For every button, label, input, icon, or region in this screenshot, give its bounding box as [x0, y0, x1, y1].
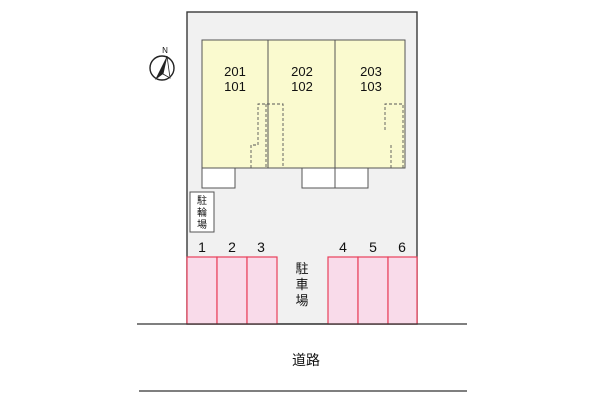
- north-arrow: N: [149, 46, 175, 81]
- parking-space-number: 2: [228, 239, 236, 255]
- unit-upper-number: 203: [360, 64, 382, 79]
- equipment-box: [301, 167, 336, 189]
- unit-upper-number: 201: [224, 64, 246, 79]
- equipment-box: [201, 167, 236, 189]
- parking-label-char: 車: [295, 277, 308, 292]
- parking-space-5: [357, 256, 389, 325]
- equipment-box: [334, 167, 369, 189]
- north-arrow-icon-outline: [162, 55, 171, 79]
- unit-block-3: [334, 39, 406, 169]
- north-arrow-icon: [155, 56, 167, 80]
- bicycle-parking-char: 場: [197, 218, 207, 231]
- road-label: 道路: [292, 352, 320, 368]
- stair-outline-2: [384, 103, 404, 169]
- parking-space-number: 4: [339, 239, 347, 255]
- parking-label-char: 場: [295, 293, 308, 308]
- building: 201 101 202 102 203 103: [201, 39, 406, 169]
- bicycle-parking-box: [189, 191, 215, 233]
- stair-outlines: [250, 103, 404, 169]
- parking-space-4: [327, 256, 359, 325]
- bicycle-parking-char: 輪: [197, 206, 207, 219]
- parking-space-number: 3: [257, 239, 265, 255]
- unit-lower-number: 102: [291, 79, 313, 94]
- parking-space-1: [186, 256, 218, 325]
- parking-space-number: 1: [198, 239, 206, 255]
- unit-lower-number: 101: [224, 79, 246, 94]
- parking-space-6: [387, 256, 418, 325]
- parking-label-char: 駐: [295, 261, 308, 276]
- north-label: N: [162, 46, 168, 55]
- parking-space-number: 6: [398, 239, 406, 255]
- parking-space-3: [246, 256, 278, 325]
- parking-space-2: [216, 256, 248, 325]
- parking-space-number: 5: [369, 239, 377, 255]
- stair-outline-1: [250, 103, 284, 168]
- road: 道路: [137, 323, 467, 392]
- bicycle-parking-char: 駐: [197, 194, 207, 207]
- unit-lower-number: 103: [360, 79, 382, 94]
- unit-upper-number: 202: [291, 64, 313, 79]
- equipment-boxes: [201, 167, 369, 189]
- bicycle-parking: 駐 輪 場: [189, 191, 215, 233]
